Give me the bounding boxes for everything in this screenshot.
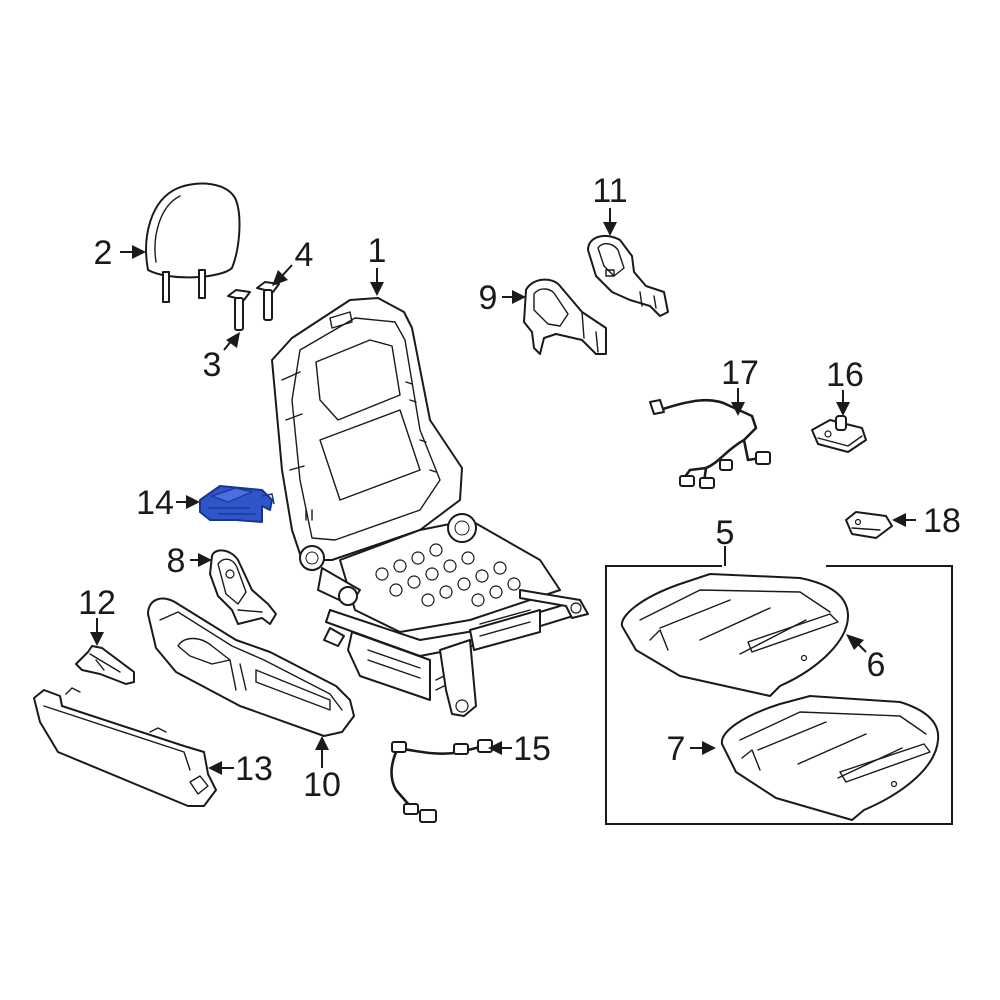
callout-6: 6 [867, 646, 886, 684]
part-17-wiring-harness[interactable] [649, 398, 771, 489]
part-7-seat-cushion-pad[interactable] [720, 695, 940, 821]
callout-3: 3 [203, 346, 222, 384]
callout-1: 1 [368, 232, 387, 270]
callout-17: 17 [721, 354, 759, 392]
leader-lines [90, 208, 916, 775]
callout-5: 5 [716, 514, 735, 552]
callout-11: 11 [592, 172, 627, 210]
part-15-wire[interactable] [390, 739, 493, 823]
group-frame-part-5 [605, 565, 953, 825]
callout-2: 2 [94, 234, 113, 272]
callout-4: 4 [295, 236, 314, 274]
callout-9: 9 [479, 279, 498, 317]
part-10-outer-cover[interactable] [147, 597, 355, 737]
callout-8: 8 [167, 542, 186, 580]
cushion-pan-holes [375, 543, 521, 607]
callout-7: 7 [667, 730, 686, 768]
part-9-recliner-cover[interactable] [523, 278, 607, 355]
callout-12: 12 [78, 584, 116, 622]
callout-labels: 1 2 3 4 5 6 7 8 9 10 11 12 13 14 15 16 1… [78, 172, 961, 804]
callout-13: 13 [235, 750, 273, 788]
part-13-lower-trim[interactable] [33, 687, 217, 807]
part-4-headrest-guide[interactable] [256, 281, 280, 321]
callout-14: 14 [136, 484, 174, 522]
callout-16: 16 [826, 356, 864, 394]
part-12-bracket[interactable] [75, 645, 135, 685]
part-14-bracket-highlighted[interactable] [199, 485, 275, 523]
part-1-seat-frame[interactable] [271, 297, 589, 717]
part-8-inner-shield[interactable] [209, 549, 277, 625]
part-11-upper-cover[interactable] [587, 234, 669, 317]
part-6-seat-cushion-cover[interactable] [620, 573, 849, 697]
callout-10: 10 [303, 766, 341, 804]
callout-15: 15 [513, 730, 551, 768]
part-16-sensor[interactable] [811, 415, 867, 453]
callout-18: 18 [923, 502, 961, 540]
part-2-headrest[interactable] [145, 182, 241, 303]
part-18-plate[interactable] [845, 511, 893, 539]
part-3-headrest-guide[interactable] [227, 289, 251, 331]
